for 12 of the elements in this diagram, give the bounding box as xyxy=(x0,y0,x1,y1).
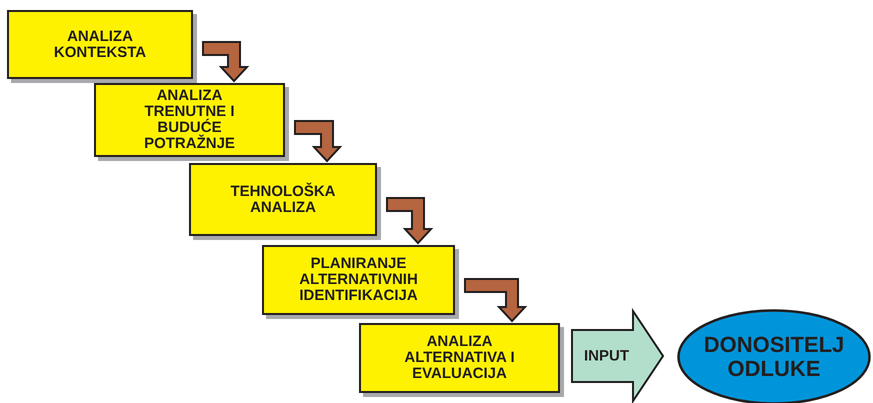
edge-label: INPUT xyxy=(584,348,629,364)
elbow-arrow xyxy=(386,197,434,244)
elbow-arrow xyxy=(464,278,528,322)
elbow-arrow xyxy=(202,41,250,82)
node-label: DONOSITELJ ODLUKE xyxy=(702,333,846,381)
node-label: ANALIZA TRENUTNE I BUDUĆE POTRAŽNJE xyxy=(143,88,236,152)
node-label: ANALIZA KONTEKSTA xyxy=(52,28,148,60)
node-label: PLANIRANJE ALTERNATIVNIH IDENTIFIKACIJA xyxy=(298,256,419,304)
block-arrow xyxy=(571,308,664,403)
elbow-arrow xyxy=(294,120,342,162)
node-label: ANALIZA ALTERNATIVA I EVALUACIJA xyxy=(403,334,516,382)
node-label: TEHNOLOŠKA ANALIZA xyxy=(230,184,336,216)
